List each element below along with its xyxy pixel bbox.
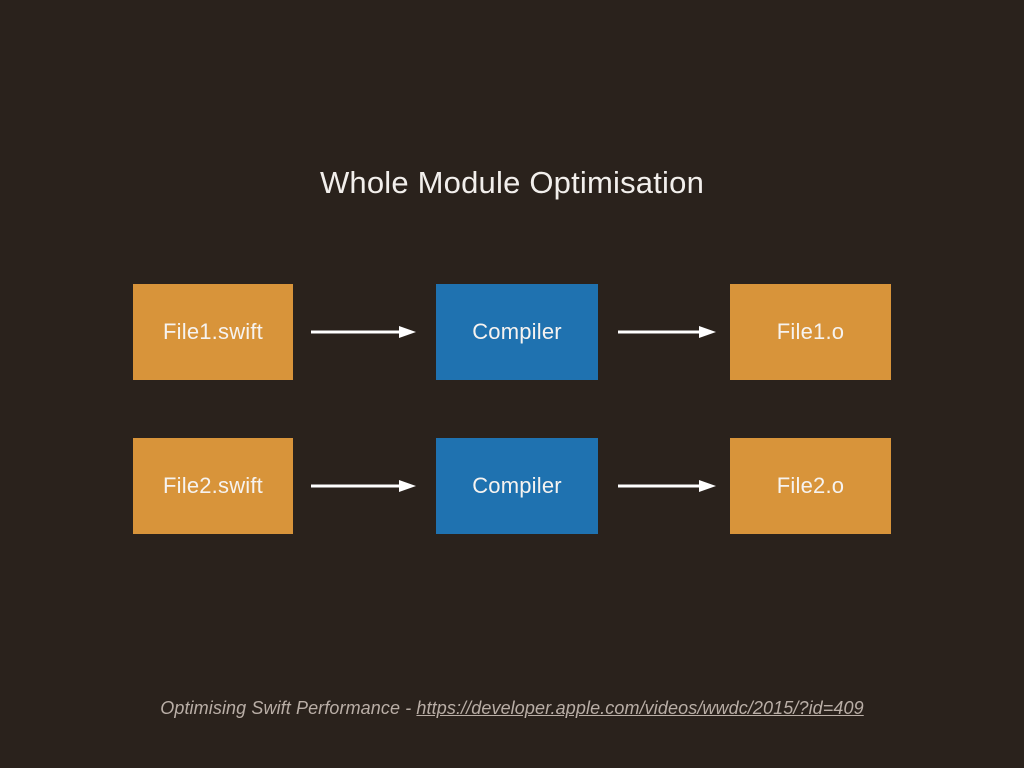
object-file-box-2[interactable]: File2.o [730, 438, 891, 534]
footer-text: Optimising Swift Performance - [160, 698, 417, 718]
pipeline-row: File2.swift Compiler File2.o [133, 438, 893, 534]
pipeline-row: File1.swift Compiler File1.o [133, 284, 893, 380]
object-file-label-1: File1.o [776, 319, 845, 344]
compiler-label-2: Compiler [472, 473, 562, 498]
compiler-box-2[interactable]: Compiler [436, 438, 598, 534]
page-title: Whole Module Optimisation [319, 165, 705, 200]
source-file-box-1[interactable]: File1.swift [133, 284, 293, 380]
source-file-box-2[interactable]: File2.swift [133, 438, 293, 534]
source-file-label-1: File1.swift [163, 319, 263, 344]
footer-source-link[interactable]: https://developer.apple.com/videos/wwdc/… [416, 698, 864, 718]
slide-footer: Optimising Swift Performance - https://d… [0, 698, 1024, 719]
arrow-right-icon [618, 326, 716, 338]
object-file-box-1[interactable]: File1.o [730, 284, 891, 380]
object-file-label-2: File2.o [776, 473, 845, 498]
compiler-label-1: Compiler [472, 319, 562, 344]
arrow-right-icon [311, 326, 416, 338]
arrow-right-icon [618, 480, 716, 492]
arrow-right-icon [311, 480, 416, 492]
source-file-label-2: File2.swift [163, 473, 263, 498]
compiler-box-1[interactable]: Compiler [436, 284, 598, 380]
